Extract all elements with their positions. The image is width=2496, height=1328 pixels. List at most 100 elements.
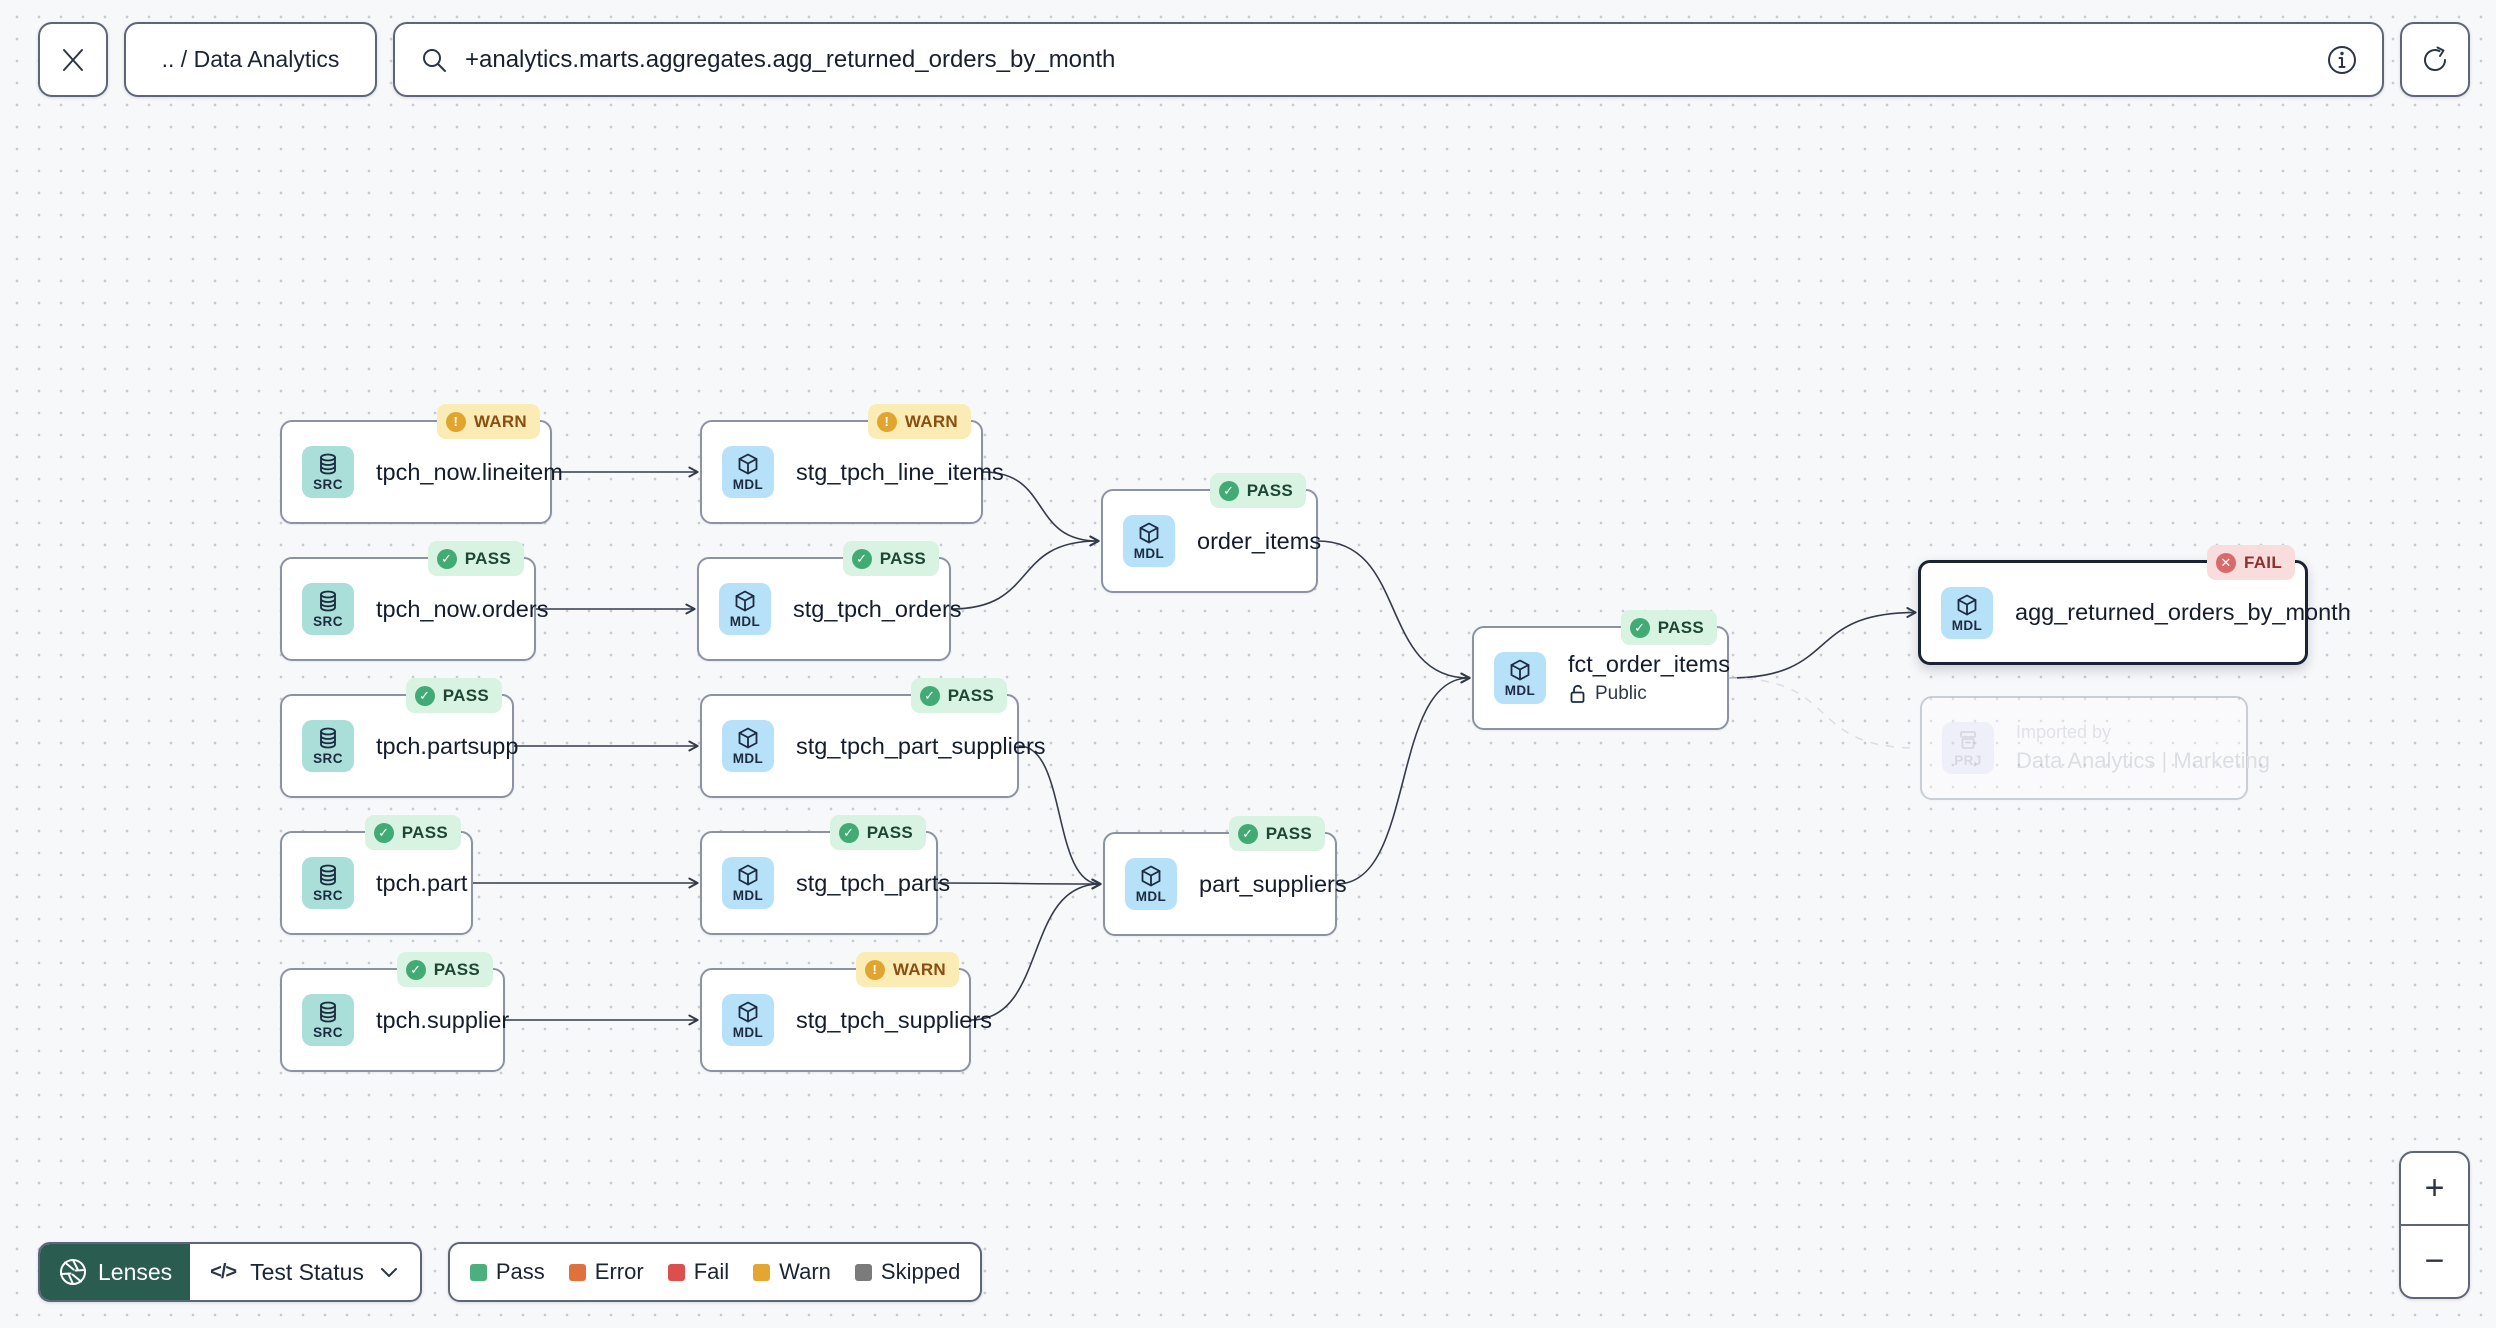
node-kind-label: SRC	[313, 614, 343, 629]
node-src_orders[interactable]: SRC tpch_now.orders ✓PASS	[280, 541, 548, 661]
status-dot-icon: ✓	[1237, 823, 1258, 844]
node-kind-chip: MDL	[719, 583, 771, 635]
node-kind-label: MDL	[732, 751, 764, 766]
node-kind-chip: MDL	[1123, 515, 1175, 567]
database-icon	[320, 864, 336, 886]
zoom-controls: + −	[2399, 1151, 2470, 1299]
node-src_lineitem[interactable]: SRC tpch_now.lineitem! WARN	[280, 404, 563, 524]
breadcrumb[interactable]: .. / Data Analytics	[124, 22, 377, 97]
cube-icon	[1139, 522, 1159, 544]
status-dot-icon: ✓	[919, 685, 940, 706]
node-kind-label: SRC	[313, 477, 343, 492]
legend-item-error: Error	[568, 1259, 644, 1285]
legend-swatch	[568, 1263, 586, 1281]
breadcrumb-label: .. / Data Analytics	[161, 46, 340, 72]
node-title: stg_tpch_line_items	[796, 458, 1004, 485]
node-kind-chip: MDL	[722, 446, 774, 498]
node-kind-chip: SRC	[302, 583, 354, 635]
status-badge-pass: ✓PASS	[427, 541, 524, 576]
edge-fct_order_items-to-agg_returned	[1728, 607, 1917, 679]
status-label: PASS	[1265, 823, 1312, 843]
node-title: part_suppliers	[1199, 870, 1347, 897]
zoom-divider	[2401, 1224, 2468, 1226]
status-badge-pass: ✓PASS	[1209, 473, 1306, 508]
legend-label: Fail	[693, 1259, 730, 1284]
close-icon	[63, 48, 83, 71]
status-dot-icon: !	[445, 411, 466, 432]
legend-swatch	[667, 1263, 685, 1281]
search-bar[interactable]: +analytics.marts.aggregates.agg_returned…	[393, 22, 2384, 97]
status-badge-pass: ✓PASS	[842, 541, 939, 576]
database-icon	[320, 453, 336, 475]
database-icon	[320, 1001, 336, 1023]
status-badge-pass: ✓PASS	[364, 815, 461, 850]
edge-fct_order_items-to-ghost_project	[1728, 677, 1918, 749]
status-badge-pass: ✓ PASS	[1228, 816, 1325, 851]
node-title: tpch.partsupp	[376, 732, 519, 759]
node-order_items[interactable]: MDL order_items ✓PASS	[1101, 473, 1322, 593]
node-title: order_items	[1197, 527, 1322, 554]
cube-icon	[738, 453, 758, 475]
cube-icon	[735, 590, 755, 612]
status-label: WARN	[892, 959, 946, 979]
node-title: tpch_now.lineitem	[376, 458, 563, 485]
cube-icon	[1510, 659, 1530, 681]
node-kind-label: MDL	[732, 888, 764, 903]
legend-label: Pass	[495, 1259, 545, 1284]
legend-swatch	[469, 1263, 487, 1281]
node-kind-label: MDL	[732, 477, 764, 492]
node-access-subtitle: Public	[1568, 683, 1730, 705]
status-dot-icon: ✓	[1629, 617, 1650, 638]
node-kind-label: MDL	[1133, 546, 1165, 561]
status-label: PASS	[1246, 480, 1293, 500]
status-badge-pass: ✓PASS	[910, 678, 1007, 713]
top-toolbar: .. / Data Analytics +analytics.marts.agg…	[38, 22, 2470, 97]
close-button[interactable]	[38, 22, 108, 97]
lenses-button[interactable]: Lenses	[40, 1244, 191, 1300]
node-kind-chip: MDL	[722, 994, 774, 1046]
cube-icon	[1957, 594, 1977, 615]
node-title: Data Analytics | Marketing	[2016, 748, 2270, 773]
node-kind-chip: SRC	[302, 857, 354, 909]
node-kind-label: MDL	[1951, 617, 1983, 633]
info-icon[interactable]	[2326, 44, 2358, 76]
search-input[interactable]: +analytics.marts.aggregates.agg_returned…	[465, 45, 1116, 73]
zoom-out-button[interactable]: −	[2424, 1242, 2445, 1280]
legend-swatch	[753, 1263, 771, 1281]
status-dot-icon: ✕	[2215, 552, 2236, 573]
node-kind-chip: MDL	[1941, 586, 1993, 639]
node-kind-label: SRC	[313, 1025, 343, 1040]
status-badge-pass: ✓PASS	[829, 815, 926, 850]
node-kind-label: SRC	[313, 751, 343, 766]
node-title: tpch_now.orders	[376, 595, 549, 622]
status-label: PASS	[433, 959, 480, 979]
node-kind-chip: SRC	[302, 446, 354, 498]
project-icon	[1960, 731, 1976, 749]
lens-dropdown[interactable]: </> Test Status	[190, 1244, 420, 1300]
status-label: PASS	[442, 685, 489, 705]
status-label: PASS	[866, 822, 913, 842]
status-label: WARN	[473, 411, 527, 431]
legend-item-pass: Pass	[469, 1259, 545, 1285]
refresh-button[interactable]	[2400, 22, 2470, 97]
lens-selector[interactable]: Lenses </> Test Status	[38, 1242, 422, 1302]
node-access-label: Public	[1595, 683, 1647, 704]
legend-item-warn: Warn	[753, 1259, 831, 1285]
zoom-in-button[interactable]: +	[2424, 1169, 2445, 1207]
node-kind-chip: MDL	[722, 720, 774, 772]
